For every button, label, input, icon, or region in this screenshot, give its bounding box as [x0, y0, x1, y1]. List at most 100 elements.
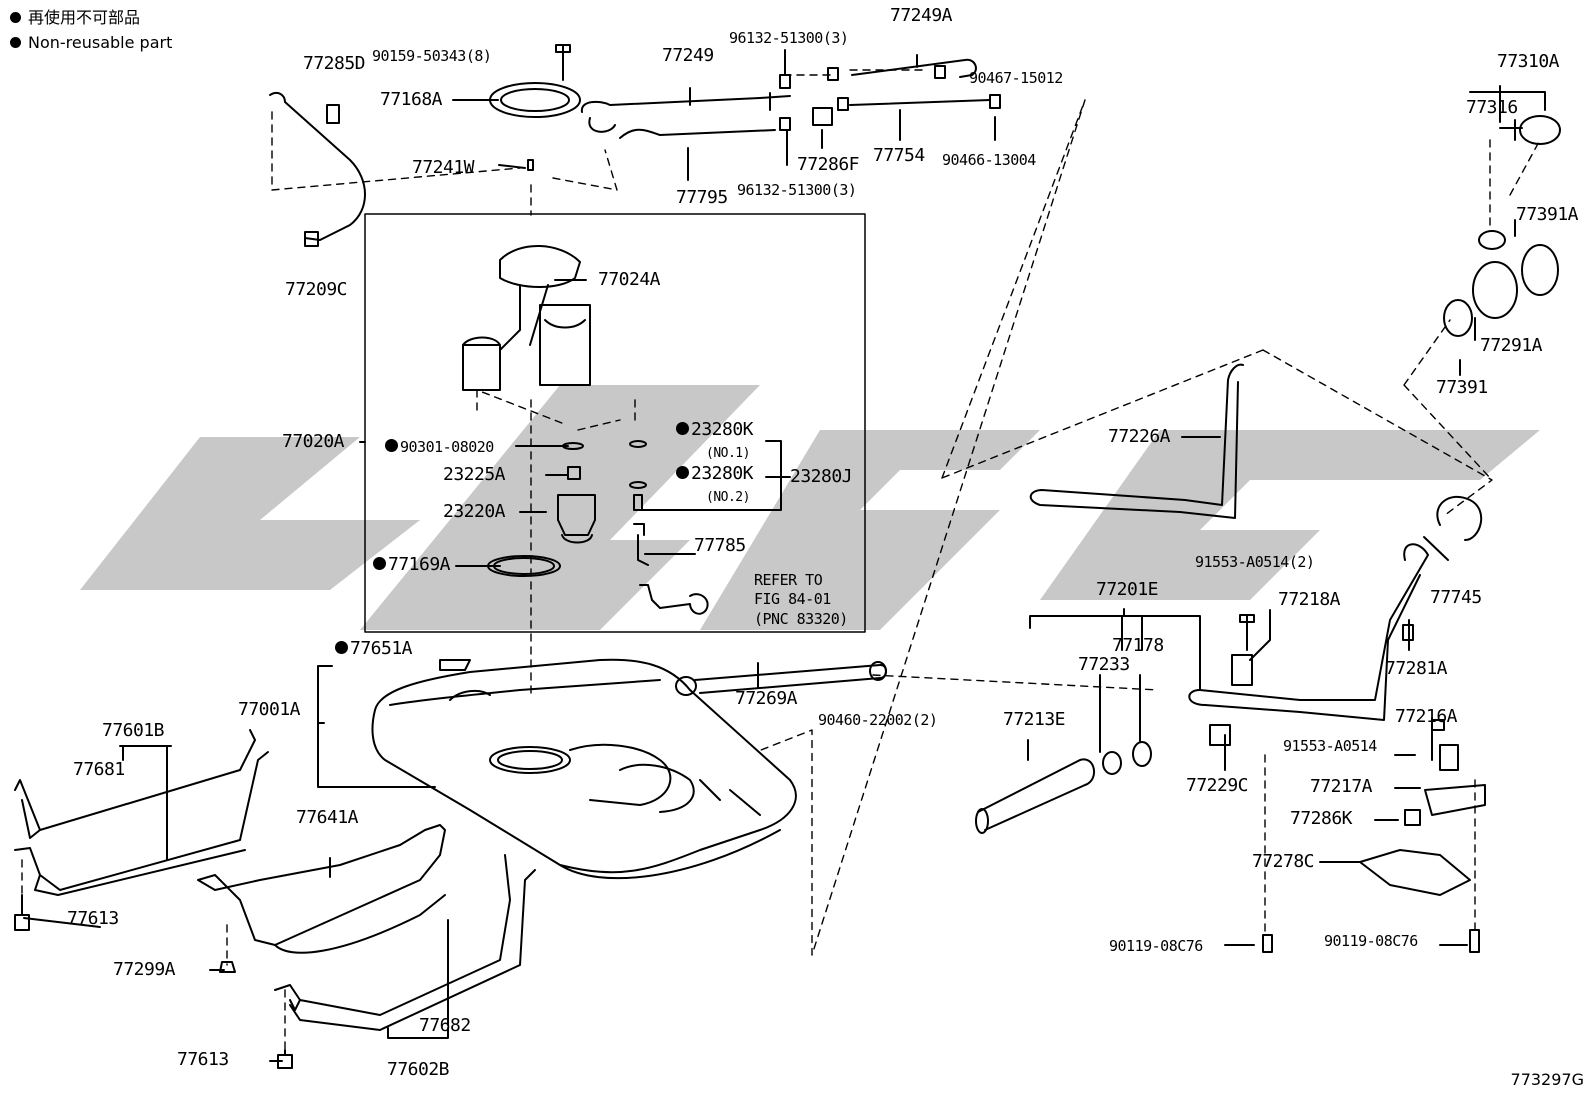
part-number-text: 96132-51300(3): [737, 181, 857, 199]
part-label-l04: 77241W: [412, 157, 475, 178]
breather-tube-77226a: [1029, 363, 1244, 519]
bullet-dot-icon: [10, 12, 21, 23]
part-label-l63: 90119-08C76: [1324, 931, 1418, 951]
part-label-l61: 77602B: [387, 1060, 450, 1080]
part-number-text: (NO.2): [706, 490, 750, 505]
part-number-text: 91553-A0514(2): [1195, 553, 1315, 571]
part-number-text: 77241W: [412, 157, 475, 178]
part-label-l23: 23280K: [676, 420, 754, 440]
part-number-text: 77745: [1430, 587, 1482, 608]
part-label-l42: 77281A: [1385, 658, 1448, 679]
bracket-23280j: [636, 440, 791, 511]
part-number-text: 77291A: [1480, 335, 1543, 356]
part-label-l40: 77178: [1112, 636, 1164, 656]
part-number-text: 77681: [73, 759, 125, 780]
part-label-l62: 90119-08C76: [1109, 936, 1203, 956]
non-reusable-dot-icon: [385, 439, 398, 452]
part-label-l50: 77217A: [1310, 776, 1373, 797]
part-number-text: 23280K: [691, 463, 754, 484]
part-label-l16: 77316: [1466, 98, 1518, 118]
part-label-l58: 77299A: [113, 960, 176, 980]
part-label-l15: 77310A: [1497, 51, 1560, 72]
part-label-l03: 77168A: [380, 90, 443, 110]
part-label-l10: 77286F: [797, 155, 860, 175]
part-number-text: 77217A: [1310, 776, 1373, 797]
part-label-l47: 77216A: [1395, 707, 1458, 727]
part-number-text: 77278C: [1252, 851, 1315, 872]
part-label-l41: 77233: [1078, 655, 1130, 675]
part-label-l44: 77269A: [735, 689, 798, 709]
part-number-text: 90301-08020: [400, 438, 494, 456]
part-number-text: 77286K: [1290, 808, 1353, 829]
part-label-l24: (NO.1): [706, 444, 750, 464]
part-label-l48: 91553-A0514: [1283, 736, 1377, 756]
part-number-text: 77795: [676, 187, 728, 208]
protector-77278c: [1359, 849, 1471, 896]
part-number-text: 77316: [1466, 97, 1518, 118]
legend-japanese-text: 再使用不可部品: [28, 8, 141, 27]
part-number-text: 77601B: [102, 720, 165, 741]
non-reusable-dot-icon: [676, 465, 689, 479]
part-label-l21: 77020A: [282, 431, 345, 452]
part-number-text: REFER TO: [754, 571, 823, 589]
legend-japanese: 再使用不可部品: [10, 8, 140, 28]
part-label-l55: 77001A: [238, 699, 301, 720]
part-label-l12: 90466-13004: [942, 150, 1036, 170]
fuel-pump-flange: [499, 245, 581, 288]
part-number-text: (PNC 83320): [754, 610, 848, 628]
part-label-l59: 77613: [177, 1050, 229, 1070]
part-label-l05: 77209C: [285, 280, 348, 300]
part-label-l13: 96132-51300(3): [737, 180, 857, 200]
part-number-text: 91553-A0514: [1283, 737, 1377, 755]
part-label-l34: (PNC 83320): [754, 609, 848, 629]
part-label-l17: 77391A: [1516, 205, 1579, 225]
part-number-text: 77226A: [1108, 426, 1171, 447]
part-label-l02: 77285D: [303, 53, 366, 74]
part-number-text: 77020A: [282, 431, 345, 452]
part-number-text: 77249A: [890, 5, 953, 26]
part-label-l45: 90460-22002(2): [818, 710, 938, 730]
bracket-77602b: [387, 1027, 449, 1039]
fuel-cap-77310a: [1519, 115, 1561, 145]
non-reusable-dot-icon: [335, 640, 348, 654]
part-number-text: 77310A: [1497, 51, 1560, 72]
part-label-l53: 77601B: [102, 720, 165, 741]
bracket-77201e: [1029, 615, 1201, 691]
part-label-l52: 77278C: [1252, 851, 1315, 872]
part-label-l32: REFER TO: [754, 570, 823, 590]
part-number-text: 77169A: [388, 554, 451, 575]
part-label-l36: 77745: [1430, 588, 1482, 608]
part-number-text: 23225A: [443, 464, 506, 485]
part-number-text: 90460-22002(2): [818, 711, 938, 729]
part-number-text: 77218A: [1278, 589, 1341, 610]
part-number-text: 77024A: [598, 269, 661, 290]
strap-77682: [274, 854, 511, 1016]
part-label-l39: 77218A: [1278, 589, 1341, 610]
part-label-l11: 77754: [873, 146, 925, 166]
hose-77795: [619, 128, 776, 139]
part-label-l06: 77249: [662, 46, 714, 66]
part-number-text: 23220A: [443, 501, 506, 522]
part-number-text: 77754: [873, 145, 925, 166]
part-number-text: 90159-50343(8): [372, 47, 492, 65]
part-number-text: 77613: [177, 1049, 229, 1070]
part-number-text: 77213E: [1003, 709, 1066, 730]
part-number-text: 77229C: [1186, 775, 1249, 796]
filler-neck-77745: [1436, 495, 1483, 541]
part-label-l27: 23280J: [790, 467, 853, 487]
part-label-l35: 77226A: [1108, 426, 1171, 447]
part-number-text: 90119-08C76: [1109, 937, 1203, 955]
strap-77681: [14, 729, 256, 839]
hose-77249a: [851, 58, 977, 78]
part-label-l56: 77641A: [296, 807, 359, 828]
part-number-text: 77285D: [303, 53, 366, 74]
part-number-text: 77001A: [238, 699, 301, 720]
gasket-77168a: [489, 82, 581, 118]
part-label-l25: 23280K: [676, 463, 754, 484]
part-number-text: 77281A: [1385, 658, 1448, 679]
part-number-text: 77641A: [296, 807, 359, 828]
part-number-text: 77651A: [350, 638, 413, 659]
hose-77754: [849, 99, 991, 106]
part-label-l43: 77651A: [335, 638, 413, 659]
part-label-l57: 77613: [67, 909, 119, 929]
